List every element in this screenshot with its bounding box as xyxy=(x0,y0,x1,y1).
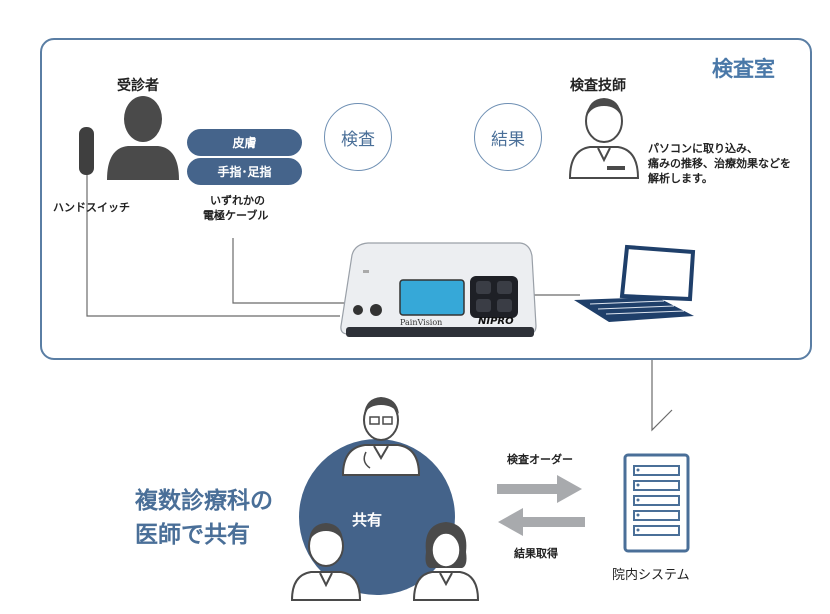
exam-room-frame xyxy=(40,38,812,360)
technician-desc-line3: 解析します。 xyxy=(648,172,713,185)
hand-switch-icon xyxy=(79,127,94,175)
device-maker: NIPRO xyxy=(478,316,514,327)
technician-desc-line1: パソコンに取り込み、 xyxy=(648,142,758,155)
shared-label: 共有 xyxy=(352,511,383,529)
arrow-result xyxy=(498,508,585,536)
laptop-icon xyxy=(574,244,696,322)
finger-electrode-pill: 手指･足指 xyxy=(187,158,302,185)
technician-label: 検査技師 xyxy=(570,78,626,94)
skin-electrode-pill: 皮膚 xyxy=(187,129,302,156)
arrow-order xyxy=(497,475,582,503)
hand-switch-cable xyxy=(86,172,340,317)
doctor-top-icon xyxy=(341,397,421,476)
technician-icon xyxy=(568,98,640,179)
order-arrow-label: 検査オーダー xyxy=(507,453,573,466)
device-brand: PainVision xyxy=(400,318,443,327)
room-to-system-line xyxy=(651,360,673,432)
doctor-right-icon xyxy=(412,522,480,601)
exam-room-title: 検査室 xyxy=(712,57,775,81)
cable-label-line1: いずれかの xyxy=(210,194,265,207)
technician-desc-line2: 痛みの推移、治療効果などを xyxy=(648,157,791,170)
doctor-left-icon xyxy=(290,523,362,601)
exam-step-circle: 検査 xyxy=(324,103,392,171)
hand-switch-label: ハンドスイッチ xyxy=(53,201,130,214)
result-arrow-label: 結果取得 xyxy=(514,547,558,560)
server-icon xyxy=(623,453,690,553)
sharing-heading-line1: 複数診療科の xyxy=(135,488,273,514)
patient-label: 受診者 xyxy=(117,78,159,94)
patient-icon xyxy=(107,96,179,180)
painvision-device xyxy=(340,242,537,337)
electrode-cable xyxy=(232,238,345,304)
sharing-heading-line2: 医師で共有 xyxy=(135,522,250,548)
hospital-system-label: 院内システム xyxy=(612,568,690,583)
result-step-circle: 結果 xyxy=(474,103,542,171)
cable-label-line2: 電極ケーブル xyxy=(203,209,269,222)
